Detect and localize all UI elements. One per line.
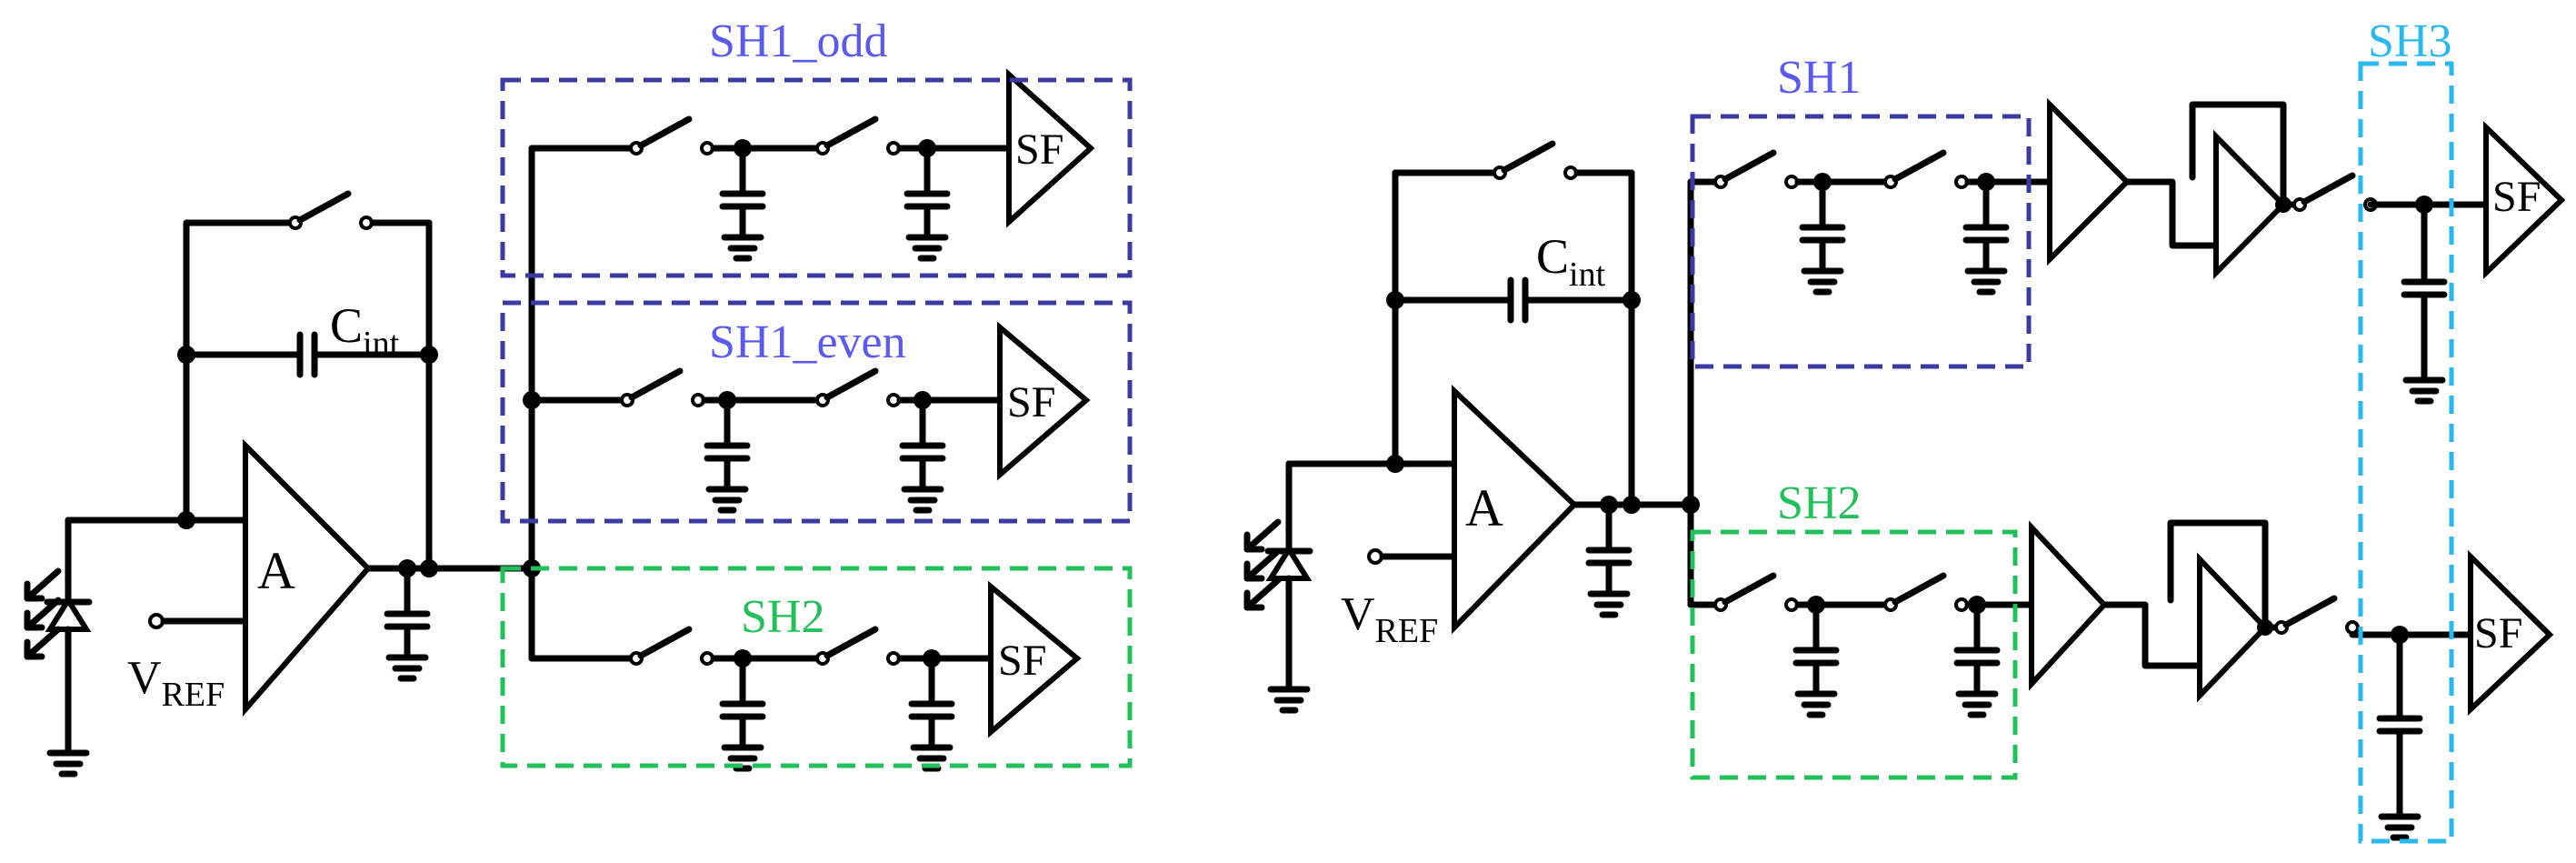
source-follower-2 [997, 321, 1091, 481]
sh1-odd-box [500, 77, 1133, 278]
photodiode-icon [27, 517, 93, 774]
sh2-box [1690, 529, 2018, 780]
sh1-odd-label: SH1_odd [709, 15, 887, 67]
source-follower-1 [2483, 120, 2566, 280]
unity-buffer [2197, 552, 2270, 703]
sf-label: SF [1007, 378, 1055, 426]
sf-label: SF [1015, 125, 1063, 174]
sh2-box [500, 566, 1133, 768]
sh2-label: SH2 [741, 591, 824, 643]
vref-label: VREF [127, 652, 225, 714]
sf-label: SF [2492, 173, 2541, 221]
photodiode-icon [1247, 460, 1313, 710]
sh3-box [2358, 61, 2454, 844]
cint-label: Cint [1536, 229, 1606, 294]
right-circuit: Cint VREF A [1247, 15, 2566, 844]
sh3-label: SH3 [2368, 15, 2451, 67]
amplifier-label: A [257, 541, 295, 600]
amplifier-label: A [1465, 478, 1503, 537]
source-follower-2 [2468, 549, 2554, 716]
buffer-amp [2029, 520, 2109, 691]
sh2-label: SH2 [1777, 477, 1861, 529]
sh2-path: SF [1687, 519, 2554, 838]
sh1-even-label: SH1_even [709, 316, 906, 368]
amplifier-a [243, 438, 373, 717]
buffer-amp [2047, 97, 2132, 266]
cint-label: Cint [330, 298, 400, 363]
sf-label: SF [2474, 609, 2522, 657]
unity-buffer [2213, 129, 2288, 280]
left-circuit: Cint VREF A SF [27, 15, 1133, 774]
source-follower-1 [1006, 68, 1095, 228]
amplifier-a [1452, 385, 1579, 635]
vref-label: VREF [1341, 588, 1438, 650]
sh1-box [1690, 114, 2032, 369]
sh1-even-row: SF [523, 321, 1091, 510]
sf-label: SF [998, 637, 1046, 685]
sh2-row: SF [528, 580, 1082, 768]
sh1-even-box [500, 300, 1133, 524]
sh1-label: SH1 [1777, 52, 1861, 104]
sh1-odd-row: SF [528, 68, 1095, 258]
source-follower-3 [988, 580, 1082, 738]
sh1-path: SF [1687, 97, 2566, 401]
